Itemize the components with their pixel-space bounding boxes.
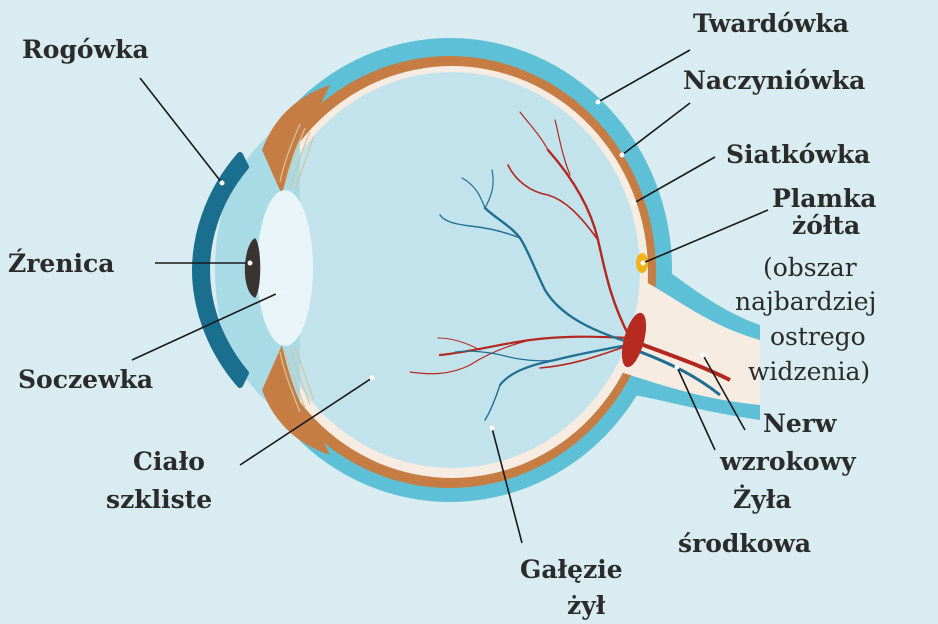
label-optic-nerve-2: wzrokowy <box>719 447 857 476</box>
dot-vitreous <box>370 376 375 381</box>
label-macula-note-1: (obszar <box>763 253 857 282</box>
dot-macula <box>641 261 646 266</box>
label-central-vein-1: Żyła <box>733 485 792 514</box>
dot-central-vein <box>675 365 680 370</box>
vitreous-body <box>264 72 640 468</box>
label-pupil: Źrenica <box>8 249 114 278</box>
label-central-vein-2: środkowa <box>678 529 811 558</box>
leader-cornea <box>140 78 222 183</box>
leader-sclera <box>598 50 690 102</box>
dot-lens <box>276 291 281 296</box>
label-vitreous-1: Ciało <box>133 447 205 476</box>
label-vein-branches-2: żył <box>567 591 606 620</box>
dot-optic-nerve <box>701 353 706 358</box>
label-macula-2: żółta <box>792 211 860 240</box>
label-sclera: Twardówka <box>693 9 849 38</box>
leader-choroid <box>622 103 690 155</box>
label-macula-note-2: najbardziej <box>735 287 876 316</box>
lens <box>257 190 313 346</box>
label-cornea: Rogówka <box>22 35 149 64</box>
dot-retina <box>632 201 637 206</box>
label-optic-nerve-1: Nerw <box>763 409 838 438</box>
label-retina: Siatkówka <box>726 140 870 169</box>
dot-vein-branches <box>490 426 495 431</box>
label-vein-branches-1: Gałęzie <box>520 555 623 584</box>
label-macula-1: Plamka <box>772 184 876 213</box>
dot-pupil <box>248 261 253 266</box>
dot-sclera <box>596 100 601 105</box>
dot-choroid <box>620 153 625 158</box>
label-macula-note-4: widzenia) <box>748 357 870 386</box>
label-vitreous-2: szkliste <box>106 485 212 514</box>
label-lens: Soczewka <box>18 365 153 394</box>
label-choroid: Naczyniówka <box>683 66 865 95</box>
label-macula-note-3: ostrego <box>770 322 866 351</box>
dot-cornea <box>220 181 225 186</box>
